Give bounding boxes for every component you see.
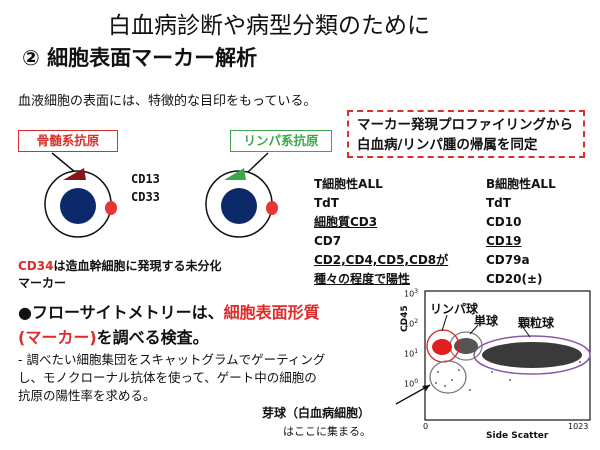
t-col-header: T細胞性ALL	[314, 177, 383, 191]
lymphoid-antigen-tag: リンパ系抗原	[230, 130, 332, 152]
b-col-item: CD20(±)	[486, 272, 543, 286]
cluster-label-granulocyte: 顆粒球	[518, 316, 555, 330]
t-col-item: 細胞質CD3	[314, 215, 378, 229]
granulocyte-cluster	[482, 342, 582, 368]
b-col-header: B細胞性ALL	[486, 177, 556, 191]
marker-cd13: CD13	[131, 172, 160, 186]
flow-highlight-1: 細胞表面形質	[223, 303, 320, 322]
marker-cd33: CD33	[131, 190, 160, 204]
profiling-box-line2: 白血病/リンパ腫の帰属を同定	[357, 137, 538, 153]
b-col-item: TdT	[486, 196, 511, 210]
lymphoid-antigen-marker	[224, 168, 246, 180]
flow-cytometry-heading: ●フローサイトメトリーは、細胞表面形質 (マーカー)を調べる検査。	[18, 300, 378, 350]
blast-sublabel: はここに集まる。	[283, 425, 371, 438]
myeloid-cell-icon	[44, 168, 117, 238]
cd34-text: は造血幹細胞に発現する未分化	[53, 259, 222, 273]
flow-name: フローサイトメトリー	[31, 303, 192, 322]
desc-line: し、モノクローナル抗体を使って、ゲート中の細胞の	[18, 370, 317, 385]
t-cell-all-column: T細胞性ALL TdT 細胞質CD3 CD7 CD2,CD4,CD5,CD8が …	[314, 175, 448, 289]
cluster-label-monocyte: 単球	[474, 314, 499, 328]
desc-line: 抗原の陽性率を求める。	[18, 388, 156, 403]
ytick: 100	[404, 378, 419, 389]
b-cell-all-column: B細胞性ALL TdT CD10 CD19 CD79a CD20(±)	[486, 175, 556, 289]
title-line1: 白血病診断や病型分類のために	[108, 13, 430, 39]
scattergram	[395, 290, 591, 421]
ytick: 102	[404, 318, 419, 329]
flow-highlight-2: (マーカー)	[18, 328, 97, 347]
b-col-item: CD10	[486, 215, 522, 229]
ytick: 103	[404, 288, 419, 299]
xtick: 0	[423, 422, 429, 431]
ytick: 101	[404, 348, 419, 359]
flow-rest: を調べる検査。	[96, 328, 209, 347]
blast-gate	[429, 360, 467, 394]
profiling-box: マーカー発現プロファイリングから 白血病/リンパ腫の帰属を同定	[347, 110, 585, 158]
flow-wa: は、	[191, 303, 224, 322]
desc-line: - 調べたい細胞集団をスキャットグラムでゲーティング	[18, 352, 326, 367]
blast-label: 芽球（白血病細胞）	[262, 406, 371, 420]
plot-xlabel: Side Scatter	[486, 431, 549, 441]
myeloid-antigen-marker	[63, 168, 86, 180]
lymphoid-cell-icon	[205, 168, 278, 238]
cd34-note: CD34は造血幹細胞に発現する未分化 マーカー	[18, 258, 288, 292]
t-col-item: 種々の程度で陽性	[314, 272, 411, 286]
cell-surface-marker	[105, 201, 117, 215]
flow-description: - 調べたい細胞集団をスキャットグラムでゲーティング し、モノクローナル抗体を使…	[18, 351, 358, 405]
cluster-label-lymphocyte: リンパ球	[430, 302, 479, 316]
profiling-box-line1: マーカー発現プロファイリングから	[357, 117, 573, 133]
bullet: ●	[18, 303, 32, 322]
myeloid-antigen-tag: 骨髄系抗原	[18, 130, 118, 152]
b-col-item: CD79a	[486, 253, 530, 267]
t-col-item: CD2,CD4,CD5,CD8が	[314, 253, 449, 267]
t-col-item: CD7	[314, 234, 342, 248]
myeloid-arrow	[51, 152, 76, 173]
lymphoid-arrow	[247, 152, 269, 173]
xtick: 1023	[568, 422, 589, 431]
cell-surface-marker	[266, 201, 278, 215]
cd34-label: CD34	[18, 259, 54, 273]
cd34-text-line2: マーカー	[18, 276, 67, 290]
intro-text: 血液細胞の表面には、特徴的な目印をもっている。	[18, 94, 317, 109]
monocyte-cluster	[454, 338, 478, 354]
t-col-item: TdT	[314, 196, 339, 210]
title-line2: ② 細胞表面マーカー解析	[22, 46, 258, 70]
b-col-item: CD19	[486, 234, 522, 248]
lymphocyte-cluster	[432, 339, 452, 355]
